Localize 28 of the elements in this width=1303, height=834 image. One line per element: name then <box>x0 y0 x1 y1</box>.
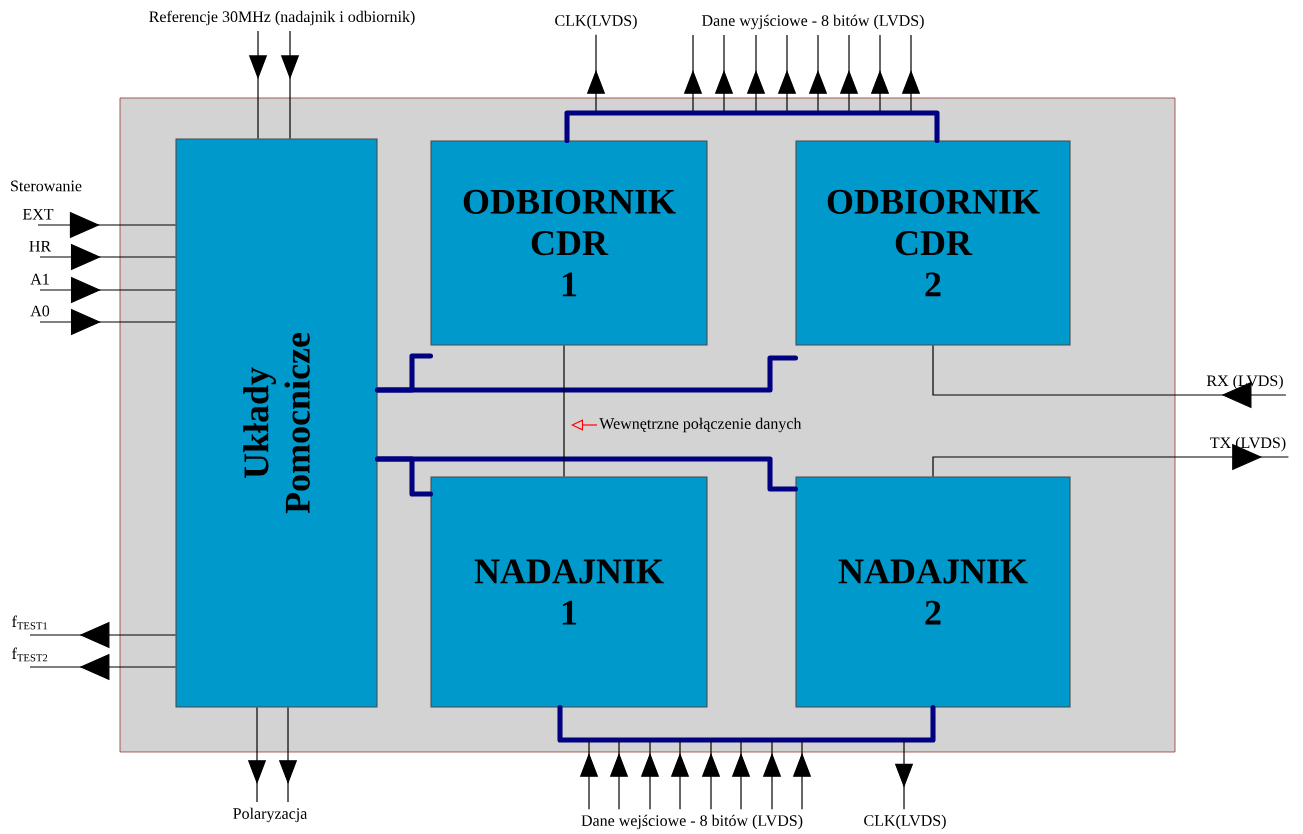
block-box: ODBIORNIK CDR 1 <box>430 140 708 346</box>
bus-line <box>564 110 940 143</box>
signal-label: Dane wejściowe - 8 bitów (LVDS) <box>581 814 803 830</box>
bus-line <box>375 456 798 492</box>
signal-label: EXT <box>22 208 54 220</box>
signal-label: Wewnętrzne połączenie danych <box>599 417 802 433</box>
block-box: NADAJNIK 2 <box>795 476 1071 708</box>
connector-line <box>563 344 565 478</box>
heading-label: Sterowanie <box>11 180 82 192</box>
signal-label: Referencje 30MHz (nadajnik i odbiornik) <box>149 10 415 26</box>
signal-label: CLK(LVDS) <box>555 14 637 30</box>
block-box: Układy Pomocnicze <box>175 138 378 708</box>
signal-label: f$_{TEST2}$ <box>12 647 48 662</box>
signal-label: A1 <box>30 273 49 285</box>
pointer-arrow <box>571 419 598 431</box>
bus-line <box>375 355 798 393</box>
signal-label: CLK(LVDS) <box>864 814 946 830</box>
signal-arrow <box>932 344 1287 409</box>
block-box: NADAJNIK 1 <box>430 476 708 708</box>
signal-label: TX (LVDS) <box>1210 436 1286 452</box>
bus-line <box>557 705 936 743</box>
signal-label: Dane wyjściowe - 8 bitów (LVDS) <box>702 14 924 30</box>
signal-label: Polaryzacja <box>233 807 308 823</box>
signal-label: HR <box>29 240 52 252</box>
signal-label: f$_{TEST1}$ <box>12 615 48 630</box>
block-box: ODBIORNIK CDR 2 <box>795 140 1071 346</box>
signal-label: A0 <box>30 305 50 317</box>
signal-arrow <box>932 443 1289 478</box>
